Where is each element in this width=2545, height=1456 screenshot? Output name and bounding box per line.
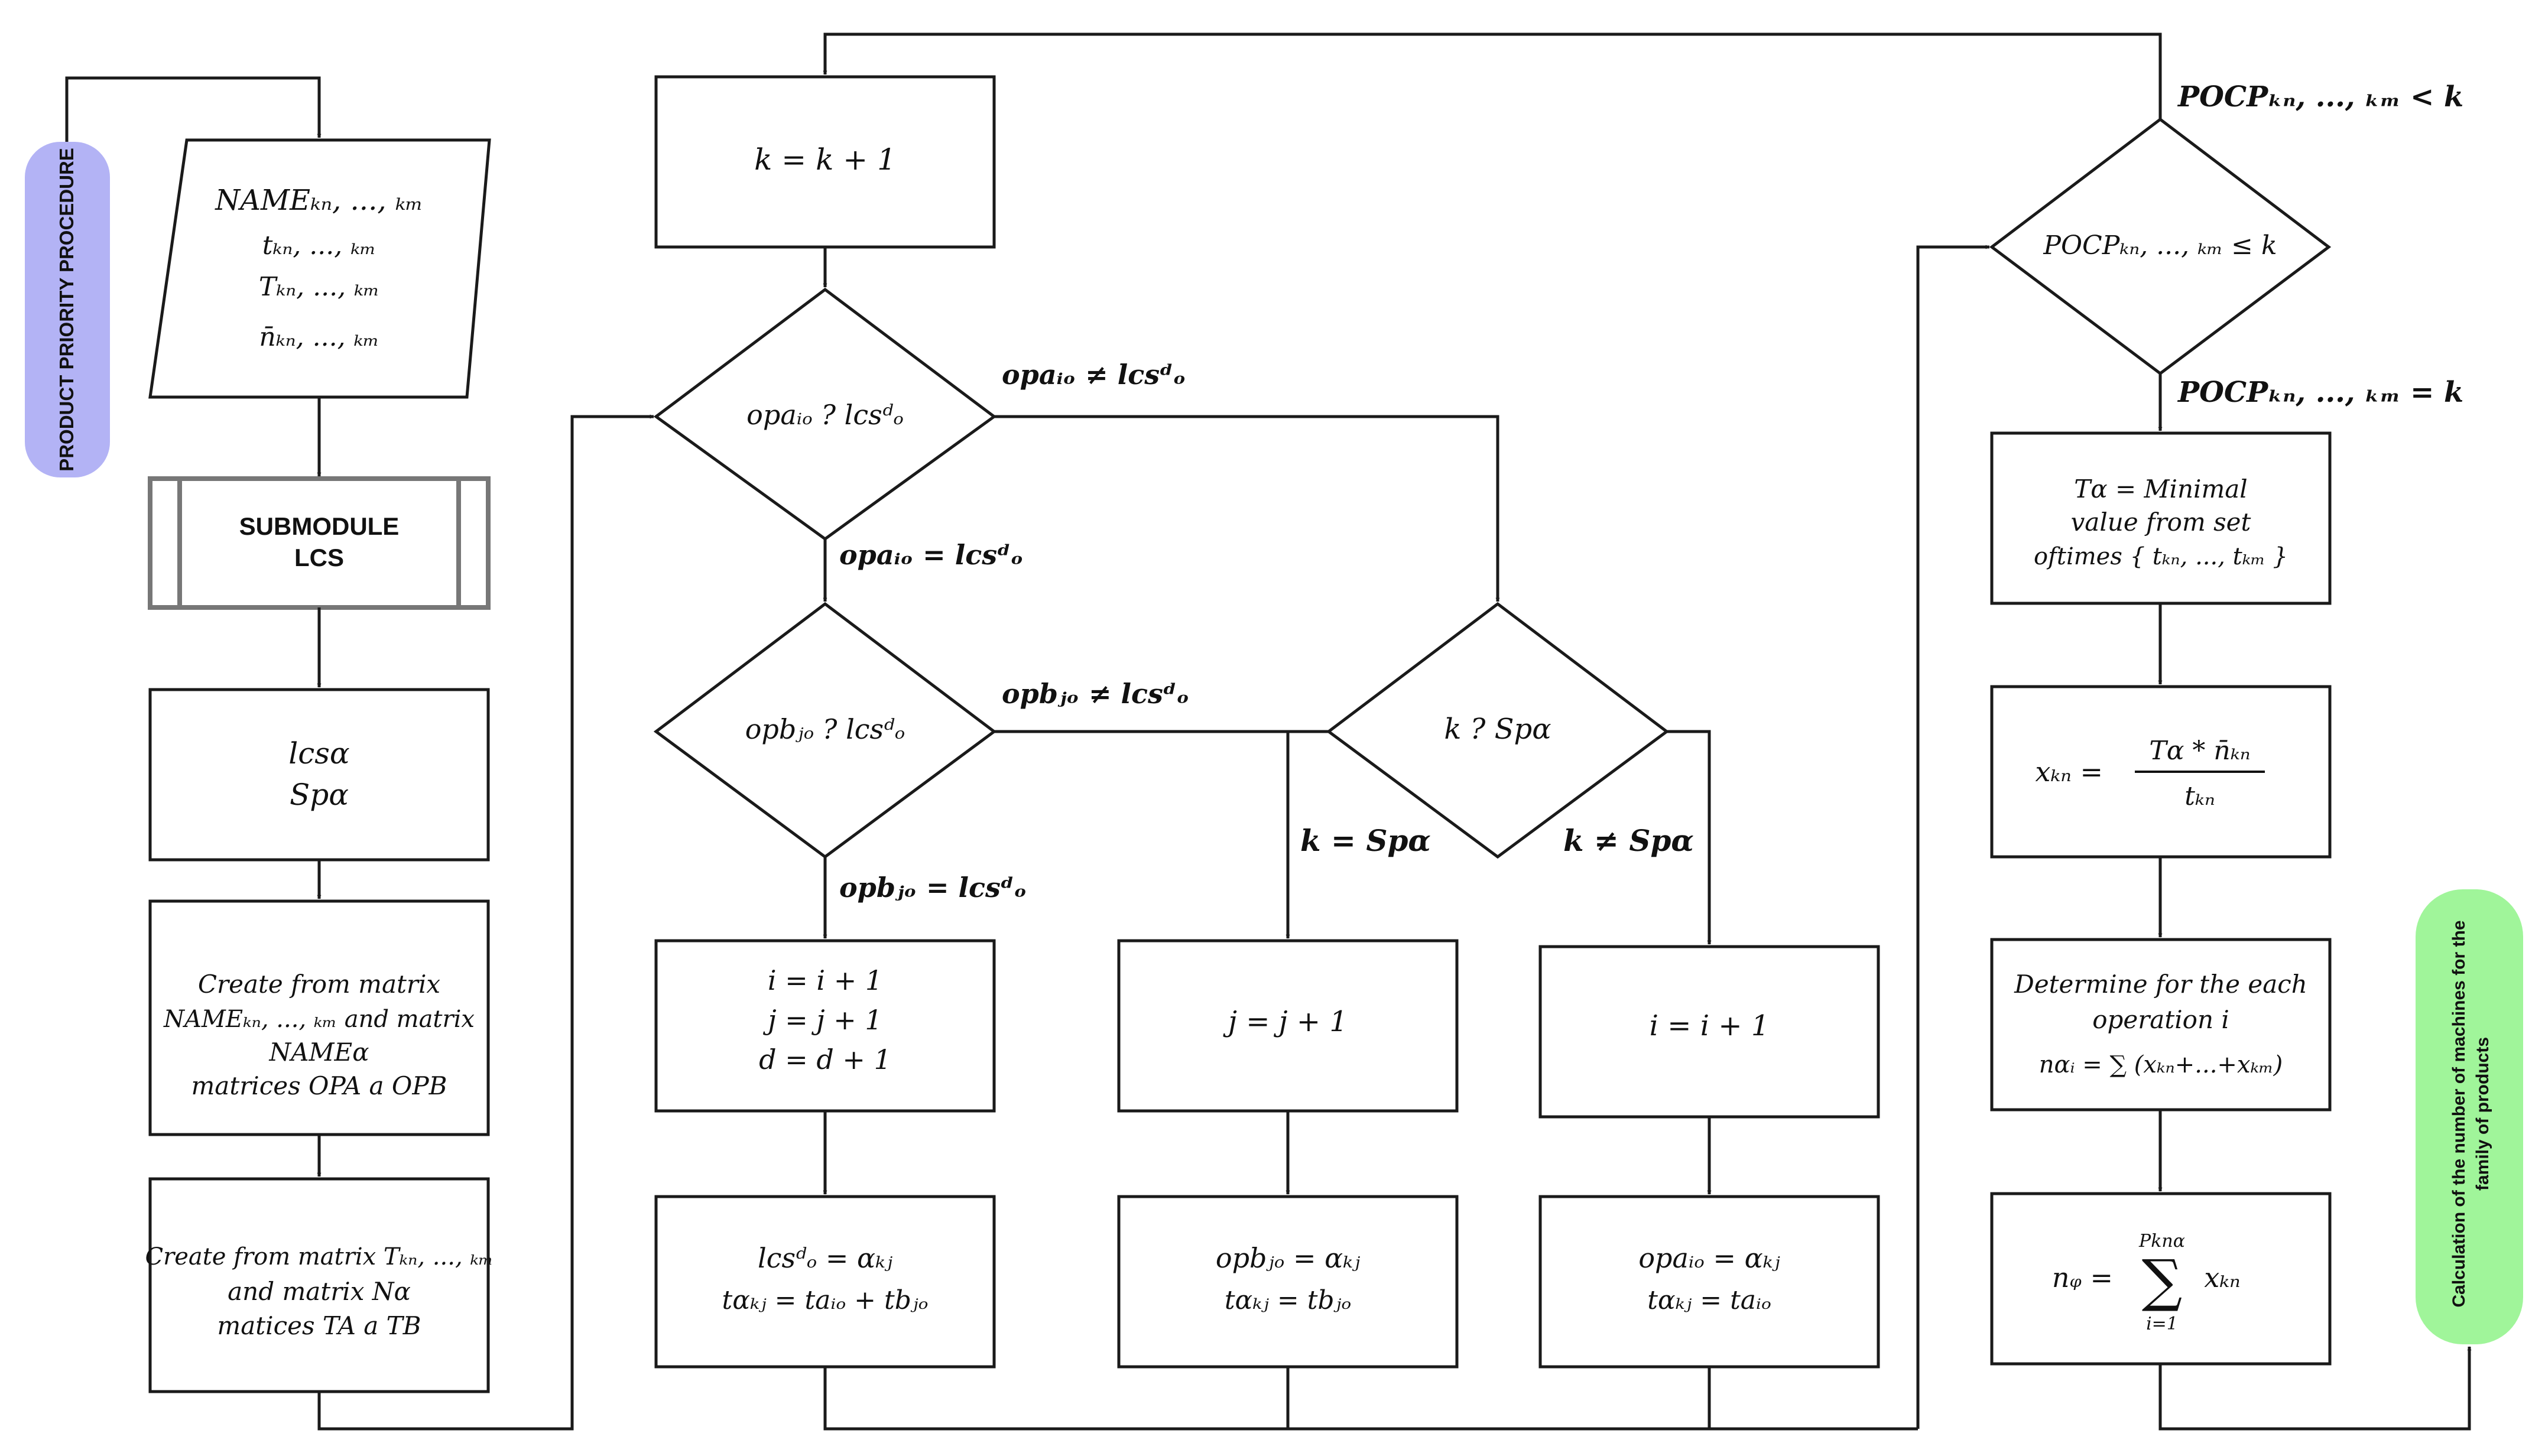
determine-line3: nαᵢ = ∑ (xₖₙ+...+xₖₘ) <box>2039 1051 2283 1078</box>
input-T-line: Tₖₙ, ..., ₖₘ <box>259 272 379 302</box>
product-priority-pill: PRODUCT PRIORITY PROCEDURE <box>25 142 110 477</box>
decision-pocp: POCPₖₙ, ..., ₖₘ ≤ k <box>1989 117 2332 376</box>
assign-opb-line2: tαₖⱼ = tbⱼₒ <box>1225 1285 1351 1315</box>
connector-pill-to-input <box>65 76 322 142</box>
input-parallelogram: NAMEₖₙ, ..., ₖₘ tₖₙ, ..., ₖₘ Tₖₙ, ..., ₖ… <box>148 138 491 399</box>
connector-bottom-bus <box>823 1367 1918 1431</box>
t-min-line3: oftimes { tₖₙ, ..., tₖₘ } <box>2034 543 2288 570</box>
connector-k-neq-sp <box>1667 730 1712 945</box>
label-opb-neq: opbⱼₒ ≠ lcsᵈₒ <box>1002 678 1189 710</box>
determine-line2: operation i <box>2092 1005 2229 1034</box>
t-min-line2: value from set <box>2071 508 2251 537</box>
inc-j-box: j = j + 1 <box>1117 939 1459 1113</box>
label-opa-eq: opaᵢₒ = lcsᵈₒ <box>839 539 1024 571</box>
decision-opa: opaᵢₒ ? lcsᵈₒ <box>653 287 997 541</box>
machines-pill-line2: family of products <box>2473 1037 2492 1191</box>
connector-bus-to-decision-pocp <box>1916 245 1990 1429</box>
label-opa-neq: opaᵢₒ ≠ lcsᵈₒ <box>1002 359 1186 391</box>
label-pocp-eq: POCPₖₙ, ..., ₖₘ = k <box>2177 376 2463 409</box>
submodule-lcs-label: LCS <box>294 544 344 571</box>
x-formula-numerator: Tα * n̄ₖₙ <box>2149 736 2250 766</box>
edge-labels: opaᵢₒ ≠ lcsᵈₒ opaᵢₒ = lcsᵈₒ opbⱼₒ ≠ lcsᵈ… <box>839 80 2463 904</box>
label-pocp-lt: POCPₖₙ, ..., ₖₘ < k <box>2177 80 2463 113</box>
nz-term: xₖₙ <box>2204 1262 2240 1294</box>
x-formula-lhs: xₖₙ = <box>2035 756 2103 788</box>
input-name-line: NAMEₖₙ, ..., ₖₘ <box>215 184 423 217</box>
determine-box: Determine for the each operation i nαᵢ =… <box>1990 938 2332 1112</box>
create-ta-line1: Create from matrix Tₖₙ, ..., ₖₘ <box>145 1243 493 1270</box>
inc-j-line: j = j + 1 <box>762 1004 882 1036</box>
submodule-label: SUBMODULE <box>239 512 400 540</box>
determine-line1: Determine for the each <box>2014 970 2307 999</box>
submodule-lcs-box: SUBMODULE LCS <box>148 476 491 610</box>
decision-k-sp-text: k ? Spα <box>1444 713 1551 746</box>
product-priority-label: PRODUCT PRIORITY PROCEDURE <box>56 148 77 472</box>
machines-calculation-pill: Calculation of the number of machines fo… <box>2416 889 2523 1344</box>
decision-opb-text: opbⱼₒ ? lcsᵈₒ <box>745 713 905 745</box>
create-opa-line1: Create from matrix <box>198 970 441 999</box>
assign-opa-box: opaᵢₒ = αₖⱼ tαₖⱼ = taᵢₒ <box>1538 1195 1880 1369</box>
create-opa-opb-box: Create from matrix NAMEₖₙ, ..., ₖₘ and m… <box>148 899 490 1136</box>
assign-opb-box: opbⱼₒ = αₖⱼ tαₖⱼ = tbⱼₒ <box>1117 1195 1459 1369</box>
nz-lower-limit: i=1 <box>2146 1314 2178 1334</box>
create-opa-line3: NAMEα <box>268 1038 369 1067</box>
machines-pill-bg <box>2416 889 2523 1344</box>
assign-opa-line2: tαₖⱼ = taᵢₒ <box>1647 1285 1771 1315</box>
assign-opb-line1: opbⱼₒ = αₖⱼ <box>1216 1242 1361 1274</box>
input-n-line: n̄ₖₙ, ..., ₖₘ <box>259 322 379 352</box>
connector-nz-to-pill <box>2158 1346 2472 1431</box>
connector-create-ta-to-decision-opa <box>317 414 654 1431</box>
x-formula-box: xₖₙ = Tα * n̄ₖₙ tₖₙ <box>1990 685 2332 859</box>
assign-opa-line1: opaᵢₒ = αₖⱼ <box>1638 1242 1780 1274</box>
input-t-line: tₖₙ, ..., ₖₘ <box>262 230 376 261</box>
k-increment-box: k = k + 1 <box>654 75 996 249</box>
k-increment-text: k = k + 1 <box>754 142 896 177</box>
assign-lcs-line2: tαₖⱼ = taᵢₒ + tbⱼₒ <box>722 1285 929 1315</box>
create-ta-line3: matices TA a TB <box>217 1311 421 1340</box>
create-ta-tb-box: Create from matrix Tₖₙ, ..., ₖₘ and matr… <box>145 1177 494 1393</box>
t-min-line1: Tα = Minimal <box>2074 474 2248 503</box>
inc-i-line: i = i + 1 <box>768 964 882 996</box>
connectors <box>65 32 2472 1431</box>
inc-d-line: d = d + 1 <box>759 1044 891 1075</box>
create-opa-line4: matrices OPA a OPB <box>191 1071 447 1100</box>
decision-opa-text: opaᵢₒ ? lcsᵈₒ <box>746 399 904 431</box>
t-min-box: Tα = Minimal value from set oftimes { tₖ… <box>1990 431 2332 605</box>
product-priority-pill-bg <box>25 142 110 477</box>
create-opa-line2: NAMEₖₙ, ..., ₖₘ and matrix <box>163 1006 475 1033</box>
create-ta-line2: and matrix Nα <box>228 1277 411 1306</box>
connector-opa-neq <box>994 415 1500 602</box>
label-k-eq-sp: k = Spα <box>1300 823 1431 858</box>
inc-i-box: i = i + 1 <box>1538 945 1880 1119</box>
nz-lhs: nᵩ = <box>2052 1262 2113 1294</box>
machines-pill-line1: Calculation of the number of machines fo… <box>2449 920 2469 1307</box>
connector-pocp-lt-loop <box>823 32 2162 119</box>
nz-formula-box: nᵩ = Pknα ∑ i=1 xₖₙ <box>1990 1192 2332 1366</box>
x-formula-denominator: tₖₙ <box>2184 781 2215 811</box>
decision-k-sp: k ? Spα <box>1326 602 1670 859</box>
decision-pocp-text: POCPₖₙ, ..., ₖₘ ≤ k <box>2043 230 2277 261</box>
assign-lcs-line1: lcsᵈₒ = αₖⱼ <box>758 1242 893 1274</box>
label-k-neq-sp: k ≠ Spα <box>1563 823 1694 858</box>
nz-upper-limit: Pknα <box>2138 1231 2185 1252</box>
sp-alpha-line: Spα <box>290 778 349 812</box>
inc-i-text: i = i + 1 <box>1650 1009 1770 1042</box>
nz-sigma: ∑ <box>2142 1247 2183 1314</box>
inc-j-text: j = j + 1 <box>1223 1005 1348 1038</box>
lcs-alpha-line: lcsα <box>288 736 349 771</box>
decision-opb: opbⱼₒ ? lcsᵈₒ <box>653 602 997 859</box>
lcs-sp-box: lcsα Spα <box>148 688 490 862</box>
assign-lcs-box: lcsᵈₒ = αₖⱼ tαₖⱼ = taᵢₒ + tbⱼₒ <box>654 1195 996 1369</box>
label-opb-eq: opbⱼₒ = lcsᵈₒ <box>839 872 1027 904</box>
inc-ijd-box: i = i + 1 j = j + 1 d = d + 1 <box>654 939 996 1113</box>
